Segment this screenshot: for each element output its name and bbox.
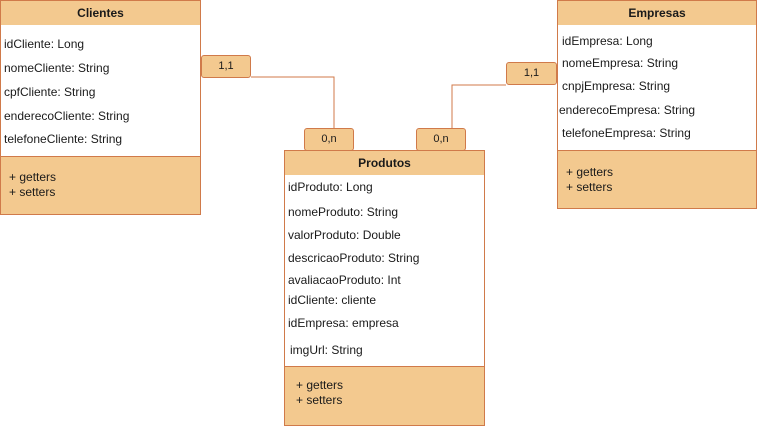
class-produtos-attributes: idProduto: Long nomeProduto: String valo…: [285, 175, 484, 367]
class-empresas-methods: + getters + setters: [558, 151, 756, 208]
attribute: cnpjEmpresa: String: [562, 79, 671, 93]
class-produtos[interactable]: Produtos idProduto: Long nomeProduto: St…: [284, 150, 485, 426]
association-line-empresas-produtos: [451, 84, 506, 128]
attribute: telefoneCliente: String: [4, 132, 123, 146]
class-produtos-title: Produtos: [285, 151, 484, 176]
attribute: idCliente: cliente: [288, 293, 377, 307]
class-clientes-attributes: idCliente: Long nomeCliente: String cpfC…: [1, 25, 200, 157]
attribute: cpfCliente: String: [4, 85, 96, 99]
class-produtos-methods: + getters + setters: [285, 367, 484, 425]
method: + getters: [296, 378, 344, 392]
class-clientes-methods: + getters + setters: [1, 157, 200, 214]
attribute: valorProduto: Double: [288, 228, 401, 242]
method: + getters: [566, 165, 614, 179]
multiplicity-produtos-clientes: 0,n: [304, 128, 354, 151]
attribute: imgUrl: String: [290, 343, 363, 357]
attribute: avaliacaoProduto: Int: [288, 273, 401, 287]
class-empresas-title: Empresas: [558, 1, 756, 26]
method: + getters: [9, 170, 57, 184]
multiplicity-clientes: 1,1: [201, 55, 251, 78]
method: + setters: [9, 185, 56, 199]
multiplicity-produtos-empresas: 0,n: [416, 128, 466, 151]
attribute: idCliente: Long: [4, 37, 85, 51]
association-line-clientes-produtos: [251, 76, 335, 128]
multiplicity-empresas: 1,1: [506, 62, 557, 85]
method: + setters: [566, 180, 613, 194]
attribute: nomeProduto: String: [288, 205, 399, 219]
attribute: idEmpresa: Long: [562, 34, 653, 48]
attribute: telefoneEmpresa: String: [562, 126, 691, 140]
class-clientes[interactable]: Clientes idCliente: Long nomeCliente: St…: [0, 0, 201, 215]
attribute: nomeEmpresa: String: [562, 56, 679, 70]
attribute: enderecoEmpresa: String: [559, 103, 696, 117]
class-empresas[interactable]: Empresas idEmpresa: Long nomeEmpresa: St…: [557, 0, 757, 209]
attribute: enderecoCliente: String: [4, 109, 130, 123]
class-clientes-title: Clientes: [1, 1, 200, 26]
method: + setters: [296, 393, 343, 407]
attribute: idProduto: Long: [288, 180, 373, 194]
attribute: nomeCliente: String: [4, 61, 110, 75]
attribute: descricaoProduto: String: [288, 251, 420, 265]
attribute: idEmpresa: empresa: [288, 316, 399, 330]
class-empresas-attributes: idEmpresa: Long nomeEmpresa: String cnpj…: [558, 25, 756, 151]
